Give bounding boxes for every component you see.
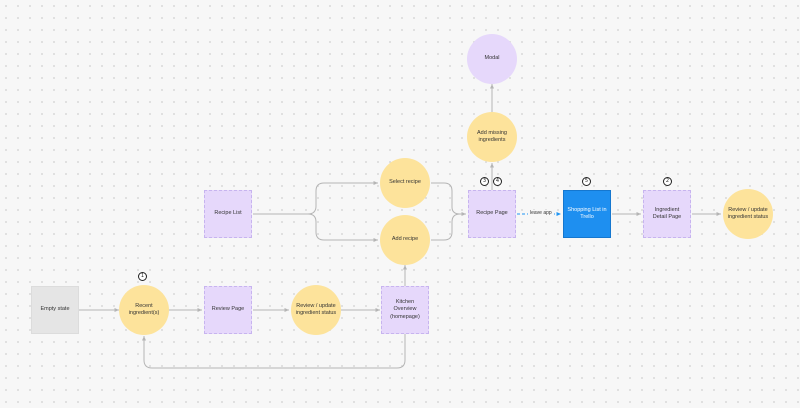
review-page-node[interactable]: Review Page	[204, 286, 252, 334]
modal-label: Modal	[484, 55, 500, 62]
modal-node[interactable]: Modal	[467, 34, 517, 84]
review-update-status-node[interactable]: Review / update ingredient status	[291, 285, 341, 335]
select-recipe-node[interactable]: Select recipe	[380, 158, 430, 208]
ingredient-detail-node[interactable]: Ingredient Detail Page	[643, 190, 691, 238]
add-recipe-node[interactable]: Add recipe	[380, 215, 430, 265]
recent-ingredients-label: Recent ingredient(s)	[128, 302, 160, 316]
select-recipe-label: Select recipe	[389, 179, 421, 186]
leave-app-edge-label: leave app	[528, 210, 554, 217]
review-update-status-label: Review / update ingredient status	[295, 302, 337, 316]
badge-shopping-list: 5	[582, 177, 591, 186]
shopping-list-node[interactable]: Shopping List in Trello	[563, 190, 611, 238]
badge-recipe-page-b: 4	[493, 177, 502, 186]
add-recipe-label: Add recipe	[391, 236, 419, 243]
recipe-list-node[interactable]: Recipe List	[204, 190, 252, 238]
empty-state-node[interactable]: Empty state	[31, 286, 79, 334]
recipe-list-label: Recipe List	[214, 210, 242, 217]
edge-kitchen-to-recent-loop	[142, 334, 406, 369]
kitchen-overview-node[interactable]: Kitchen Overview (homepage)	[381, 286, 429, 334]
badge-recent-ingredients: 1	[138, 272, 147, 281]
edge-recipe-list-to-add	[307, 213, 378, 242]
edge-recipe-list-to-select	[253, 181, 378, 215]
ingredient-detail-label: Ingredient Detail Page	[652, 206, 682, 220]
review-update-status-2-node[interactable]: Review / update ingredient status	[723, 189, 773, 239]
edge-add-to-recipe-page	[431, 213, 461, 241]
recent-ingredients-node[interactable]: Recent ingredient(s)	[119, 285, 169, 335]
review-page-label: Review Page	[211, 306, 245, 313]
empty-state-label: Empty state	[40, 306, 70, 313]
kitchen-overview-label: Kitchen Overview (homepage)	[390, 299, 420, 320]
edge-select-to-recipe-page	[431, 182, 466, 216]
badge-recipe-page-a: 3	[480, 177, 489, 186]
shopping-list-label: Shopping List in Trello	[567, 206, 607, 220]
add-missing-ingredients-label: Add missing ingredients	[477, 129, 507, 143]
recipe-page-node[interactable]: Recipe Page	[468, 190, 516, 238]
add-missing-ingredients-node[interactable]: Add missing ingredients	[467, 112, 517, 162]
review-update-status-2-label: Review / update ingredient status	[727, 206, 769, 220]
recipe-page-label: Recipe Page	[476, 210, 508, 217]
badge-ingredient-detail: 2	[663, 177, 672, 186]
